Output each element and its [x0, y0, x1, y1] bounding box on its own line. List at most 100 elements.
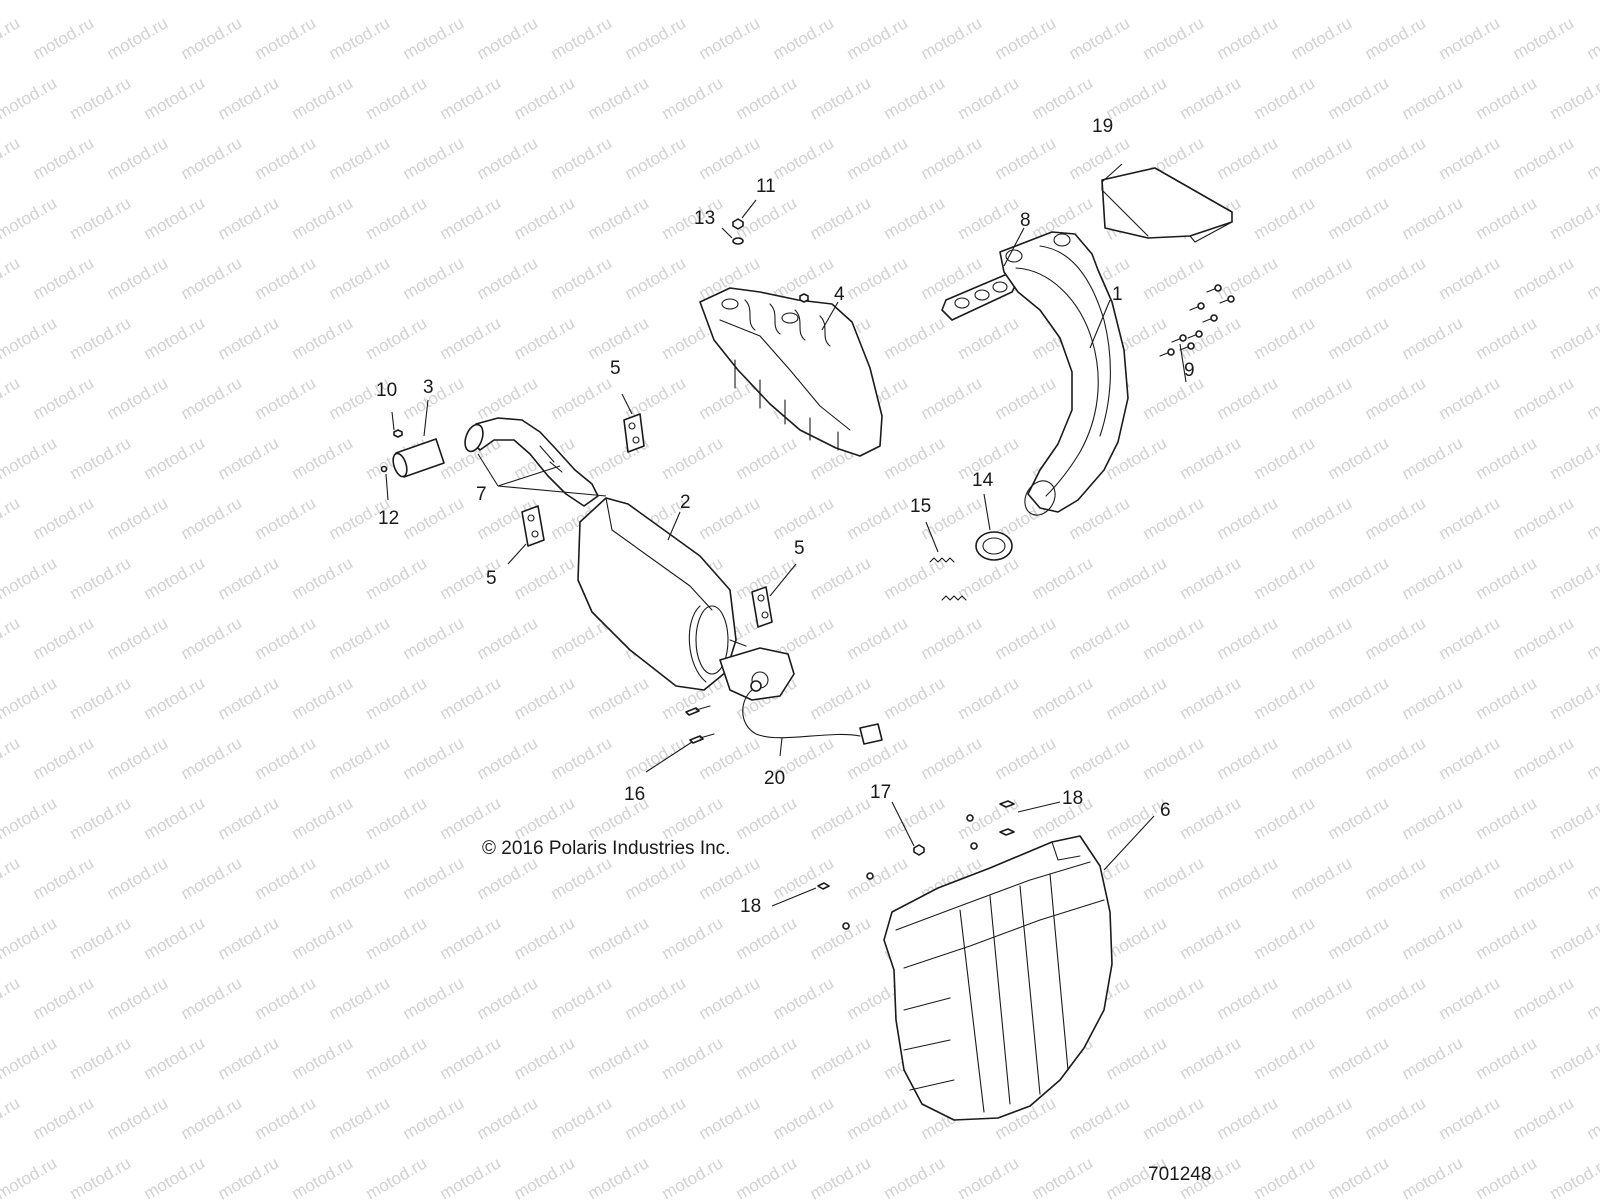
watermark-text: motod.ru [1251, 553, 1319, 603]
watermark-text: motod.ru [622, 13, 690, 63]
watermark-text: motod.ru [511, 793, 579, 843]
watermark-text: motod.ru [659, 0, 727, 3]
callout-7: 7 [476, 484, 487, 505]
watermark-text: motod.ru [1510, 1093, 1578, 1143]
watermark-text: motod.ru [474, 133, 542, 183]
part-16-mounting-bolts[interactable] [685, 705, 715, 744]
watermark-text: motod.ru [326, 133, 394, 183]
part-4-manifold-heat-shield[interactable] [699, 287, 883, 457]
watermark-text: motod.ru [0, 0, 60, 3]
part-6-muffler-heat-shield[interactable] [883, 835, 1113, 1121]
watermark-text: motod.ru [659, 1153, 727, 1200]
watermark-text: motod.ru [1103, 0, 1171, 3]
watermark-text: motod.ru [1140, 253, 1208, 303]
watermark-text: motod.ru [178, 613, 246, 663]
watermark-text: motod.ru [141, 1153, 209, 1200]
part-19-heat-shield-plate[interactable] [1101, 167, 1233, 243]
watermark-text: motod.ru [585, 1033, 653, 1083]
part-5-isolator-upper[interactable] [623, 413, 645, 453]
watermark-text: motod.ru [215, 193, 283, 243]
watermark-text: motod.ru [252, 853, 320, 903]
watermark-text: motod.ru [141, 433, 209, 483]
watermark-text: motod.ru [178, 733, 246, 783]
watermark-text: motod.ru [1584, 253, 1600, 303]
watermark-text: motod.ru [1214, 253, 1282, 303]
watermark-text: motod.ru [104, 253, 172, 303]
watermark-text: motod.ru [1436, 493, 1504, 543]
watermark-text: motod.ru [0, 133, 23, 183]
watermark-text: motod.ru [178, 253, 246, 303]
part-11-heat-shield-bolt[interactable] [732, 218, 744, 230]
part-1-exhaust-header[interactable] [999, 231, 1129, 521]
watermark-text: motod.ru [1251, 673, 1319, 723]
watermark-text: motod.ru [1584, 973, 1600, 1023]
part-12-tip-screw[interactable] [380, 465, 388, 473]
watermark-text: motod.ru [807, 73, 875, 123]
watermark-text: motod.ru [548, 373, 616, 423]
watermark-text: motod.ru [511, 193, 579, 243]
watermark-text: motod.ru [289, 433, 357, 483]
callout-19: 19 [1092, 116, 1113, 137]
watermark-text: motod.ru [548, 1093, 616, 1143]
heat-shield-bolt-detail [799, 293, 809, 303]
part-20-oxygen-sensor[interactable] [742, 680, 883, 745]
part-13-washer[interactable] [732, 237, 744, 245]
watermark-text: motod.ru [437, 1153, 505, 1200]
watermark-text: motod.ru [178, 493, 246, 543]
watermark-text: motod.ru [178, 373, 246, 423]
watermark-text: motod.ru [1584, 493, 1600, 543]
callout-18-upper: 18 [1062, 788, 1083, 809]
watermark-text: motod.ru [1177, 433, 1245, 483]
part-14-exhaust-seal[interactable] [975, 531, 1013, 561]
watermark-text: motod.ru [252, 613, 320, 663]
part-2-muffler[interactable] [577, 497, 747, 691]
part-10-tip-screw[interactable] [393, 429, 403, 438]
watermark-text: motod.ru [733, 193, 801, 243]
watermark-text: motod.ru [326, 253, 394, 303]
watermark-text: motod.ru [67, 1153, 135, 1200]
watermark-text: motod.ru [1584, 13, 1600, 63]
watermark-text: motod.ru [400, 1093, 468, 1143]
watermark-text: motod.ru [289, 313, 357, 363]
part-5-isolator-right[interactable] [751, 586, 773, 628]
watermark-text: motod.ru [474, 733, 542, 783]
watermark-text: motod.ru [363, 313, 431, 363]
watermark-text: motod.ru [770, 133, 838, 183]
watermark-text: motod.ru [1177, 1033, 1245, 1083]
part-9-manifold-bolts[interactable] [1159, 284, 1235, 357]
callout-16: 16 [624, 784, 645, 805]
watermark-text: motod.ru [1325, 313, 1393, 363]
part-15-exhaust-springs[interactable] [929, 557, 967, 601]
watermark-text: motod.ru [696, 733, 764, 783]
watermark-text: motod.ru [0, 613, 23, 663]
watermark-text: motod.ru [659, 433, 727, 483]
watermark-text: motod.ru [548, 853, 616, 903]
watermark-text: motod.ru [178, 853, 246, 903]
part-17-shield-screw[interactable] [913, 844, 925, 856]
watermark-text: motod.ru [0, 253, 23, 303]
watermark-text: motod.ru [437, 1033, 505, 1083]
watermark-text: motod.ru [1140, 733, 1208, 783]
watermark-text: motod.ru [696, 973, 764, 1023]
watermark-text: motod.ru [659, 793, 727, 843]
part-7-exhaust-inlet-pipe[interactable] [462, 417, 599, 507]
watermark-text: motod.ru [807, 193, 875, 243]
callout-10: 10 [376, 380, 397, 401]
watermark-text: motod.ru [1214, 13, 1282, 63]
watermark-text: motod.ru [30, 253, 98, 303]
watermark-text: motod.ru [178, 1093, 246, 1143]
watermark-text: motod.ru [1325, 913, 1393, 963]
part-5-isolator-left[interactable] [521, 505, 545, 547]
watermark-text: motod.ru [955, 0, 1023, 3]
watermark-text: motod.ru [733, 913, 801, 963]
watermark-text: motod.ru [1103, 913, 1171, 963]
watermark-text: motod.ru [326, 13, 394, 63]
watermark-text: motod.ru [622, 253, 690, 303]
watermark-text: motod.ru [1399, 193, 1467, 243]
watermark-text: motod.ru [437, 913, 505, 963]
part-18-shield-nuts[interactable] [817, 800, 1015, 930]
watermark-text: motod.ru [437, 673, 505, 723]
part-3-exhaust-tip[interactable] [391, 438, 445, 478]
watermark-text: motod.ru [326, 733, 394, 783]
watermark-text: motod.ru [1473, 433, 1541, 483]
